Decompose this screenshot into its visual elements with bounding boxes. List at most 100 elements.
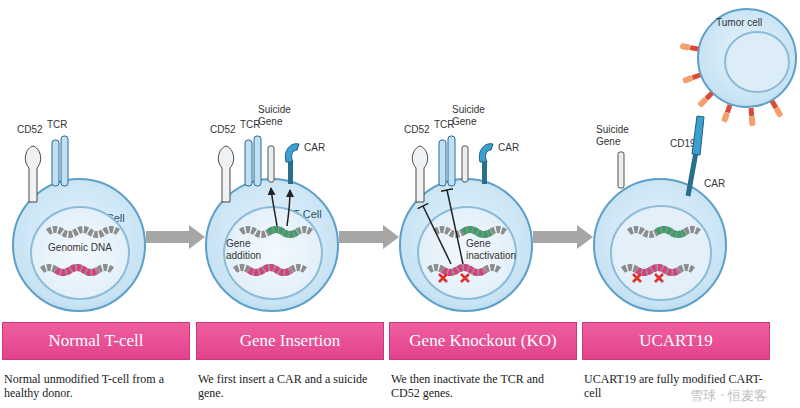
antigen-head (773, 106, 783, 118)
knockout-mark (633, 274, 663, 282)
stage-banner: UCART19 (582, 322, 770, 360)
dna-strand (42, 268, 112, 273)
tcr-symbol (448, 136, 455, 186)
dna-strand (629, 230, 699, 235)
t-cell: CD52TCRSuicide GeneCART-CellGene additio… (205, 178, 339, 312)
tcr-symbol (52, 140, 59, 186)
tcr-symbol (439, 140, 446, 186)
dna-strand (623, 268, 693, 273)
cell-parts (218, 136, 311, 273)
nucleus-label: Gene inactivation (466, 238, 524, 262)
stage-caption: Normal unmodified T-cell from a healthy … (4, 372, 186, 401)
stage-caption: We first insert a CAR and a suicide gene… (198, 372, 380, 401)
cell-nucleus (611, 206, 711, 300)
antigen-stalk (705, 91, 714, 100)
dna-strand (235, 268, 305, 273)
cell-nucleus: Gene inactivation (417, 206, 517, 300)
cell-label: CAR (304, 142, 330, 154)
knockout-mark (439, 274, 469, 282)
dna-strand (429, 268, 499, 273)
stage-title: UCART19 (583, 331, 769, 351)
t-cell: CD52TCRT-CellGenomic DNA (12, 178, 146, 312)
target-gene (637, 268, 679, 273)
process-arrow (339, 231, 385, 243)
tumor-cell: Tumor cellCD19 (697, 8, 797, 108)
t-cell: CD52TCRSuicide GeneCARGene inactivation (399, 178, 533, 312)
connector-layer (146, 237, 579, 238)
cell-parts (25, 136, 118, 273)
dna-strand (48, 230, 118, 235)
suicide-gene-symbol (462, 146, 468, 182)
antigen-head (680, 43, 691, 51)
inhibition-line (418, 203, 451, 264)
cell-label: Tumor cell (716, 17, 780, 29)
car-head (479, 144, 493, 162)
cd19-symbol (680, 43, 699, 52)
antigen-stalk (692, 73, 701, 80)
expression-arrow (287, 190, 290, 226)
cell-label: CD52 (404, 124, 436, 136)
cell-parts (412, 136, 505, 282)
stage-banner: Gene Insertion (196, 322, 384, 360)
antigen-head (682, 75, 693, 84)
stage-title: Gene Knockout (KO) (390, 331, 576, 351)
antigen-head (749, 116, 756, 126)
tcr-symbol (245, 140, 252, 186)
cell-label: Suicide Gene (258, 104, 298, 128)
nucleus-label: Gene addition (226, 238, 268, 262)
suicide-gene-symbol (618, 152, 624, 188)
tcr-symbol (61, 136, 68, 186)
cd52-symbol (412, 146, 427, 202)
cd19-symbol (682, 72, 701, 84)
stage-caption: UCART19 are fully modified CART-cell (584, 372, 766, 401)
target-gene (249, 268, 291, 273)
dna-strand (241, 230, 311, 235)
antigen-stalk (749, 108, 755, 116)
cell-nucleus: Genomic DNA (30, 206, 130, 300)
car-stalk (288, 162, 293, 184)
target-gene (56, 268, 98, 273)
car-stalk (482, 162, 487, 184)
cd52-symbol (25, 146, 40, 202)
inserted-gene (269, 230, 297, 235)
stage-caption: We then inactivate the TCR and CD52 gene… (391, 372, 573, 401)
t-cell: Suicide GeneCAR (593, 178, 727, 312)
tumor-nucleus (725, 32, 789, 92)
process-arrow (533, 231, 579, 243)
car-stalk (688, 152, 696, 196)
target-gene (443, 268, 485, 273)
antigen-stalk (725, 104, 732, 113)
process-arrow (146, 231, 191, 243)
expression-arrow (271, 188, 277, 226)
cell-label: CD19 (670, 138, 700, 150)
nucleus-label: Genomic DNA (48, 242, 112, 254)
cd52-symbol (218, 146, 233, 202)
watermark: 雪球 · 恒麦客 (690, 388, 795, 404)
cell-label: CAR (498, 142, 524, 154)
cd19-symbol (769, 100, 783, 119)
cd19-symbol (721, 104, 733, 123)
antigen-head (721, 111, 730, 122)
cell-label: TCR (47, 119, 73, 131)
antigen-stalk (770, 100, 778, 109)
cell-parts (611, 152, 711, 300)
stage-title: Normal T-cell (3, 331, 189, 351)
cd19-antigens (680, 43, 784, 126)
antigen-stalk (690, 45, 699, 51)
tcr-symbol (254, 136, 261, 186)
cell-nucleus: Gene addition (223, 206, 323, 300)
cd19-symbol (748, 108, 756, 126)
cell-label: CD52 (210, 124, 242, 136)
car-head (285, 144, 299, 162)
car-head (692, 116, 704, 155)
inserted-gene (657, 230, 685, 235)
inhibition-line (441, 189, 463, 264)
cell-label: Suicide Gene (596, 124, 636, 148)
antigen-head (697, 97, 708, 108)
cell-label: CAR (704, 178, 730, 190)
dna-strand (435, 230, 505, 235)
suicide-gene-symbol (268, 146, 274, 182)
inserted-gene (463, 230, 491, 235)
stage-banner: Normal T-cell (2, 322, 190, 360)
